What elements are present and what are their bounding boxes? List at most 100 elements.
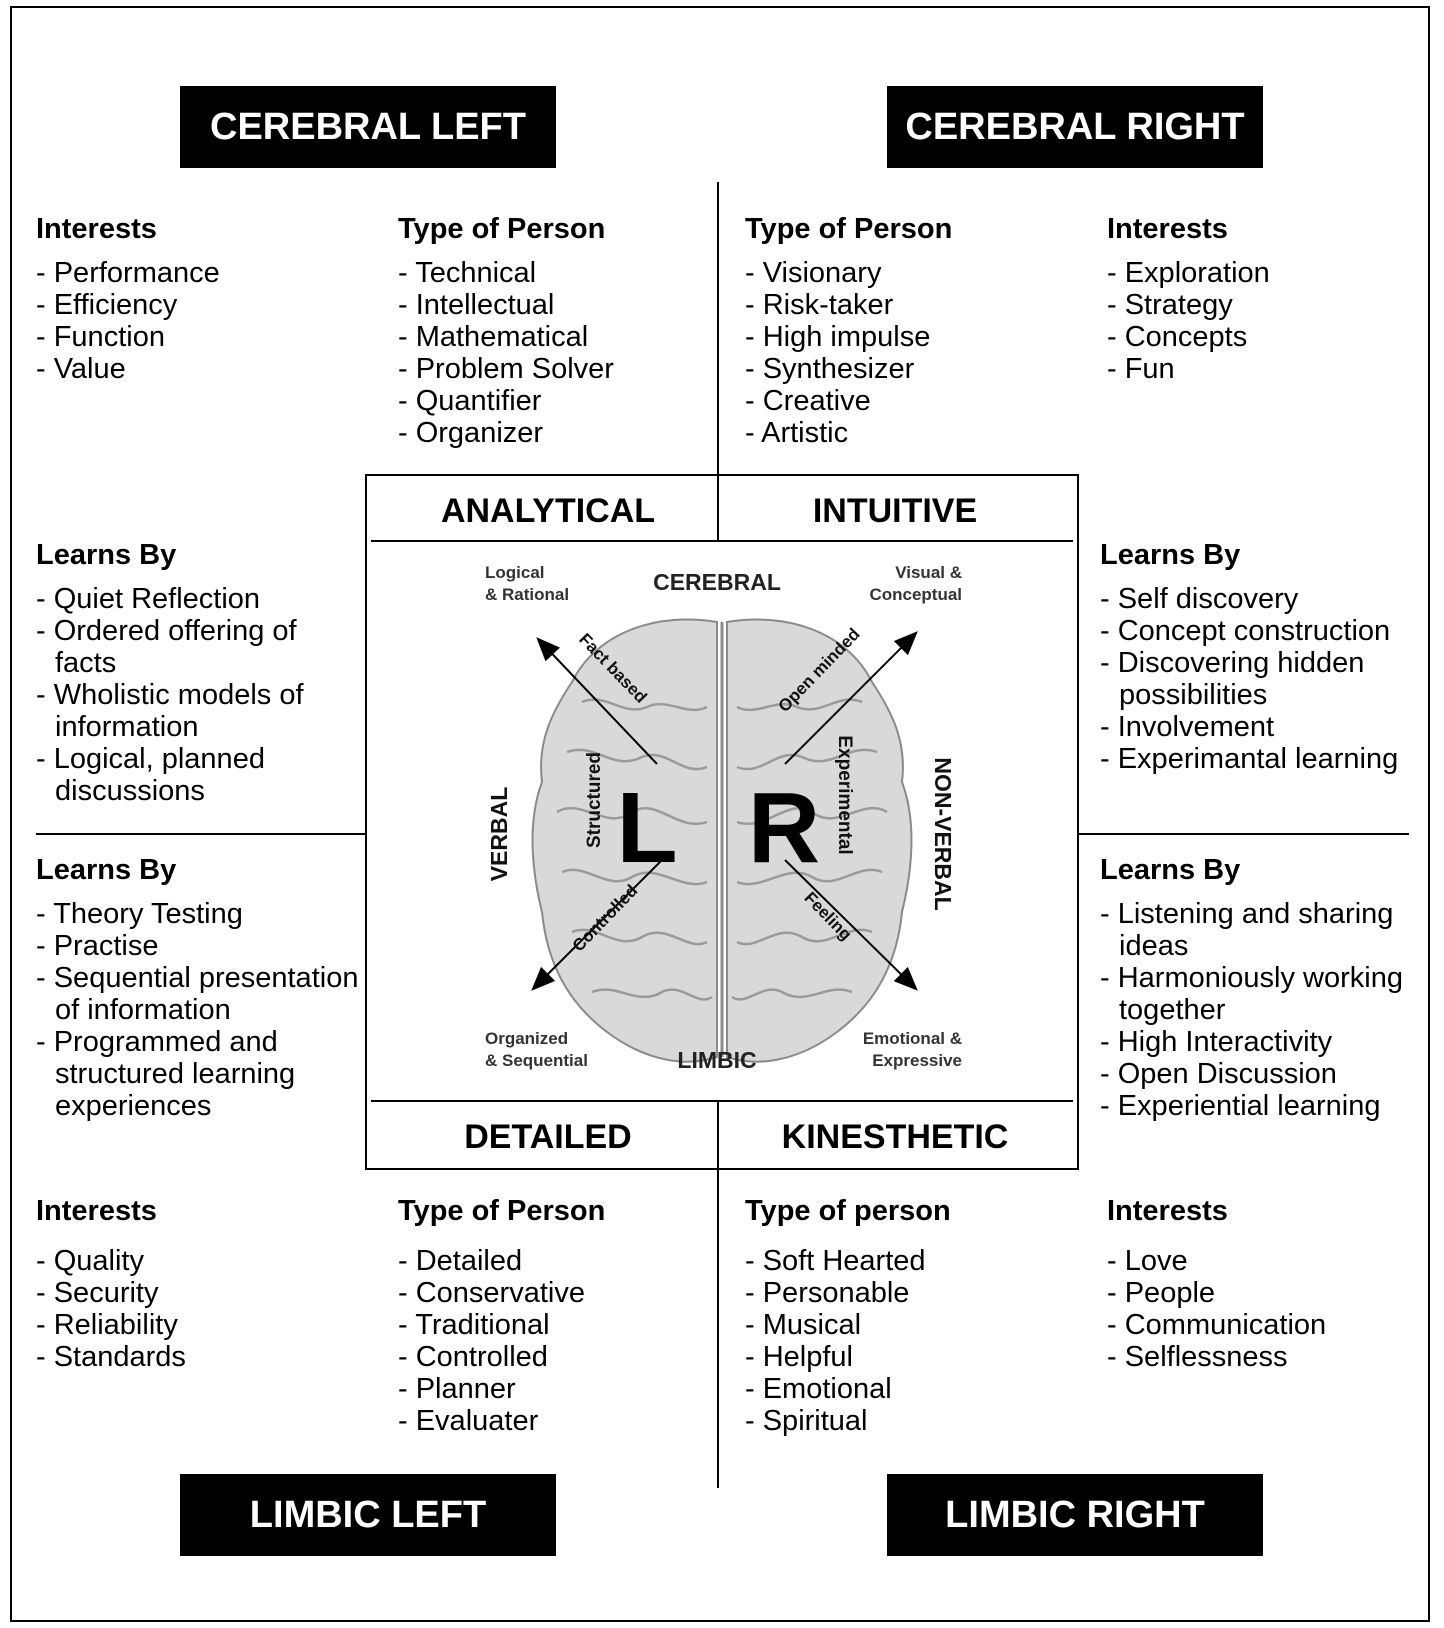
- limbic-right-learns: Learns By Listening and sharing ideas Ha…: [1100, 854, 1435, 1122]
- list-item: People: [1107, 1277, 1417, 1309]
- list-item: Fun: [1107, 353, 1417, 385]
- corner-label-bottom-right: Emotional &Expressive: [863, 1029, 962, 1070]
- vertical-divider-bottom: [717, 1170, 719, 1488]
- arrow-top-left: [536, 637, 658, 765]
- section-heading: Learns By: [1100, 854, 1241, 886]
- list-item: Quiet Reflection: [36, 583, 361, 615]
- list-item: Wholistic models of information: [36, 679, 361, 743]
- list-item: Open Discussion: [1100, 1058, 1435, 1090]
- list-item: Experimantal learning: [1100, 743, 1430, 775]
- label-intuitive: INTUITIVE: [812, 492, 978, 530]
- list-item: Personable: [745, 1277, 1075, 1309]
- list-item: Logical, planned discussions: [36, 743, 361, 807]
- list-item: Conservative: [398, 1277, 718, 1309]
- label-limbic: LIMBIC: [677, 1047, 756, 1073]
- limbic-right-type: Type of person Soft Hearted Personable M…: [745, 1195, 1075, 1437]
- corner-label-top-left: Logical& Rational: [485, 563, 569, 604]
- label-non-verbal: NON-VERBAL: [930, 757, 956, 910]
- section-heading: Type of Person: [398, 213, 606, 245]
- label-experimental: Experimental: [834, 735, 855, 854]
- list-item: Mathematical: [398, 321, 718, 353]
- list-item: Detailed: [398, 1245, 718, 1277]
- section-heading: Type of Person: [398, 1195, 606, 1227]
- letter-right: R: [748, 772, 820, 884]
- brain-left-hemisphere: [531, 618, 718, 1063]
- brain-right-hemisphere: [726, 618, 913, 1063]
- list-item: Theory Testing: [36, 898, 361, 930]
- list-item: Discovering hidden possibilities: [1100, 647, 1430, 711]
- list-item: Musical: [745, 1309, 1075, 1341]
- cerebral-right-interests: Interests Exploration Strategy Concepts …: [1107, 213, 1417, 385]
- title-limbic-left: LIMBIC LEFT: [180, 1474, 556, 1556]
- vertical-divider-top: [717, 182, 719, 474]
- list-item: Emotional: [745, 1373, 1075, 1405]
- section-heading: Type of person: [745, 1195, 951, 1227]
- limbic-left-type: Type of Person Detailed Conservative Tra…: [398, 1195, 718, 1437]
- list-item: Reliability: [36, 1309, 356, 1341]
- list-item: Quality: [36, 1245, 356, 1277]
- list-item: Helpful: [745, 1341, 1075, 1373]
- label-cerebral: CEREBRAL: [653, 569, 781, 595]
- brain-quadrant-box: [365, 474, 1079, 1170]
- cerebral-left-learns: Learns By Quiet Reflection Ordered offer…: [36, 539, 361, 807]
- horizontal-divider-right: [1079, 833, 1409, 835]
- limbic-left-interests: Interests Quality Security Reliability S…: [36, 1195, 356, 1373]
- list-item: Selflessness: [1107, 1341, 1417, 1373]
- arrow-bottom-right: [784, 859, 918, 991]
- diagram-frame: [10, 6, 1430, 1622]
- list-item: Spiritual: [745, 1405, 1075, 1437]
- list-item: Risk-taker: [745, 289, 1075, 321]
- title-cerebral-right: CEREBRAL RIGHT: [887, 86, 1263, 168]
- limbic-right-interests: Interests Love People Communication Self…: [1107, 1195, 1417, 1373]
- list-item: Love: [1107, 1245, 1417, 1277]
- list-item: Soft Hearted: [745, 1245, 1075, 1277]
- section-heading: Interests: [1107, 213, 1228, 245]
- cerebral-right-learns: Learns By Self discovery Concept constru…: [1100, 539, 1430, 775]
- list-item: Ordered offering of facts: [36, 615, 361, 679]
- list-item: Listening and sharing ideas: [1100, 898, 1435, 962]
- list-item: Performance: [36, 257, 366, 289]
- cerebral-left-type: Type of Person Technical Intellectual Ma…: [398, 213, 718, 449]
- list-item: Controlled: [398, 1341, 718, 1373]
- section-heading: Interests: [36, 1195, 157, 1227]
- label-analytical: ANALYTICAL: [440, 492, 656, 530]
- list-item: Experiential learning: [1100, 1090, 1435, 1122]
- label-structured: Structured: [584, 752, 605, 848]
- list-item: Evaluater: [398, 1405, 718, 1437]
- list-item: Security: [36, 1277, 356, 1309]
- corner-label-top-right: Visual &Conceptual: [869, 563, 962, 604]
- list-item: Creative: [745, 385, 1075, 417]
- list-item: Self discovery: [1100, 583, 1430, 615]
- list-item: Traditional: [398, 1309, 718, 1341]
- list-item: Strategy: [1107, 289, 1417, 321]
- brain-illustration: Logical& Rational Visual &Conceptual Org…: [485, 563, 962, 1073]
- cerebral-left-interests: Interests Performance Efficiency Functio…: [36, 213, 366, 385]
- box-top-divider: [717, 474, 719, 542]
- list-item: Function: [36, 321, 366, 353]
- label-detailed: DETAILED: [464, 1118, 632, 1156]
- list-item: Standards: [36, 1341, 356, 1373]
- list-item: Harmoniously working together: [1100, 962, 1435, 1026]
- corner-label-bottom-left: Organized& Sequential: [485, 1029, 588, 1070]
- section-heading: Learns By: [1100, 539, 1241, 571]
- title-cerebral-left: CEREBRAL LEFT: [180, 86, 556, 168]
- title-limbic-right: LIMBIC RIGHT: [887, 1474, 1263, 1556]
- list-item: Concepts: [1107, 321, 1417, 353]
- list-item: Problem Solver: [398, 353, 718, 385]
- cerebral-right-type: Type of Person Visionary Risk-taker High…: [745, 213, 1075, 449]
- section-heading: Type of Person: [745, 213, 953, 245]
- arrow-top-right: [784, 631, 918, 765]
- list-item: Value: [36, 353, 366, 385]
- section-heading: Learns By: [36, 854, 177, 886]
- limbic-left-learns: Learns By Theory Testing Practise Sequen…: [36, 854, 361, 1122]
- list-item: Planner: [398, 1373, 718, 1405]
- list-item: Visionary: [745, 257, 1075, 289]
- list-item: Involvement: [1100, 711, 1430, 743]
- list-item: Efficiency: [36, 289, 366, 321]
- list-item: High Interactivity: [1100, 1026, 1435, 1058]
- list-item: Exploration: [1107, 257, 1417, 289]
- list-item: Concept construction: [1100, 615, 1430, 647]
- list-item: Practise: [36, 930, 361, 962]
- list-item: Artistic: [745, 417, 1075, 449]
- label-kinesthetic: KINESTHETIC: [781, 1118, 1009, 1156]
